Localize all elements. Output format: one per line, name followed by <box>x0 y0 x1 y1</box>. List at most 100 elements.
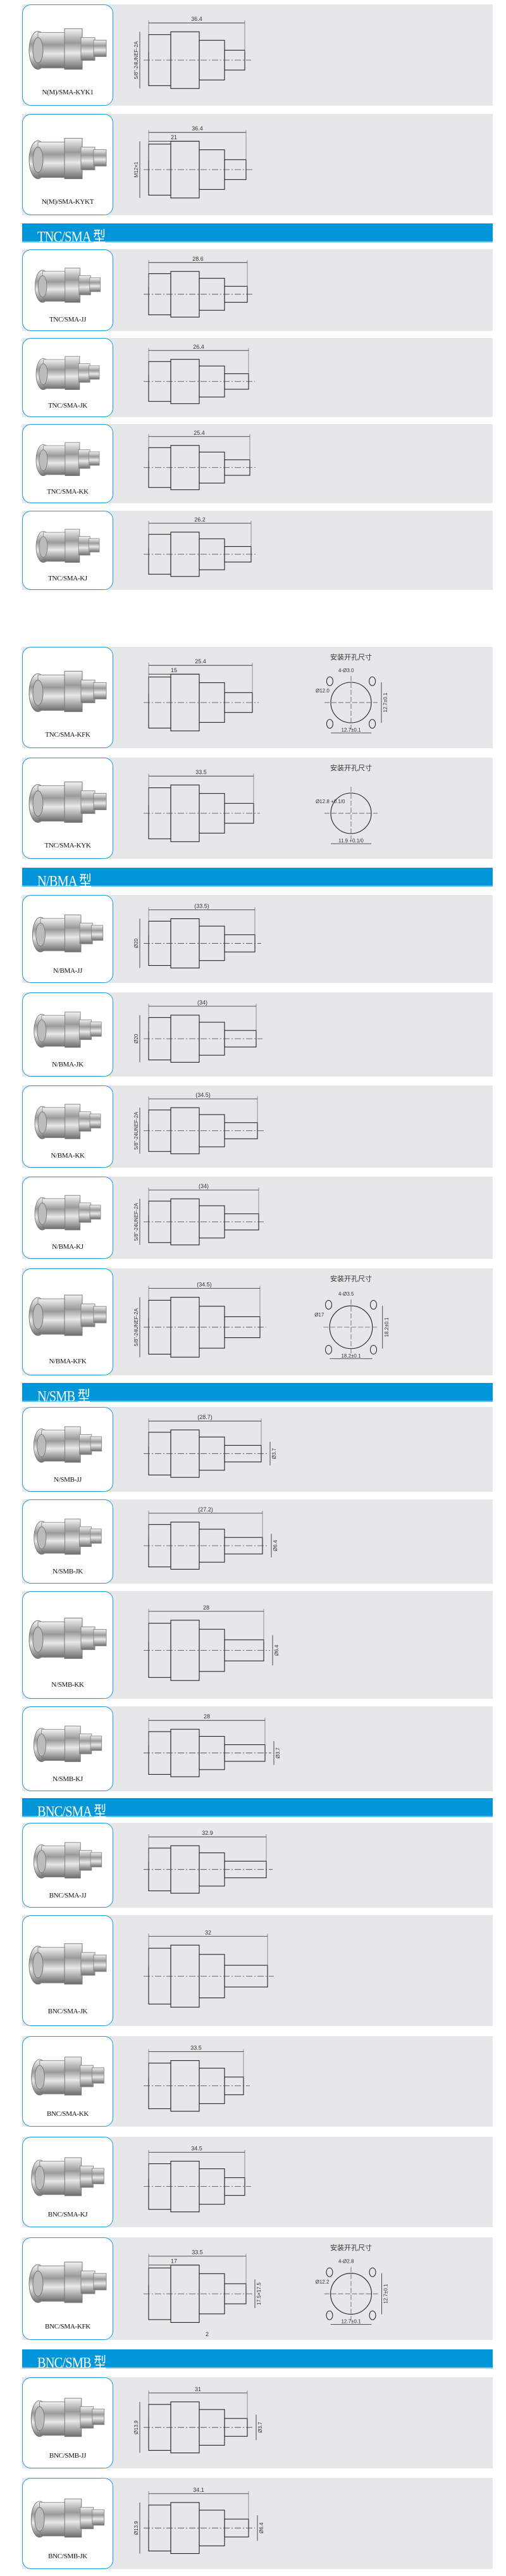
horizontal-spacing-label: 11.9 +0.1/0 <box>338 838 364 844</box>
length-dimension: (28.7) <box>197 1414 213 1420</box>
product-photo-card[interactable]: TNC/SMA-KFK <box>22 647 113 748</box>
model-number: N/BMA-KJ <box>52 1243 83 1251</box>
product-photo-card[interactable]: N/SMB-JK <box>22 1499 113 1584</box>
product-photo-card[interactable]: N/SMB-JJ <box>22 1407 113 1492</box>
tip-dimension: Ø3.7 <box>271 1447 277 1459</box>
dimension-drawing: 34.5 <box>144 2146 251 2213</box>
length-dimension: 32 <box>205 1929 211 1935</box>
dimension-drawing: (28.7) Ø3.7 <box>144 1414 277 1478</box>
length-dimension: (34) <box>199 1183 209 1189</box>
product-row: N/BMA-JJ (33.5)Ø20 <box>22 895 493 983</box>
product-photo-card[interactable]: TNC/SMA-KK <box>22 424 113 503</box>
connector-photo <box>33 1426 102 1463</box>
connector-photo <box>28 781 107 823</box>
model-number: BNC/SMB-JJ <box>49 2452 87 2460</box>
product-photo-card[interactable]: N/SMB-KJ <box>22 1706 113 1791</box>
dimension-drawing: 26.2 <box>144 516 257 577</box>
model-number: BNC/SMB-JK <box>48 2553 87 2561</box>
product-photo-card[interactable]: TNC/SMA-JJ <box>22 249 113 331</box>
connector-photo <box>28 2261 107 2303</box>
length-dimension: (33.5) <box>194 903 209 910</box>
length-dimension: 36.4 <box>192 125 203 132</box>
product-photo-card[interactable]: TNC/SMA-KJ <box>22 511 113 590</box>
connector-photo <box>28 670 107 712</box>
section-title: BNC/SMA 型 <box>37 1804 106 1820</box>
connector-photo <box>34 1195 101 1231</box>
side-dimension: Ø13.9 <box>133 2420 139 2434</box>
horizontal-spacing-label: 12.7±0.1 <box>341 2319 361 2325</box>
product-photo-card[interactable]: BNC/SMA-KK <box>22 2036 113 2127</box>
product-photo-card[interactable]: BNC/SMA-JK <box>22 1915 113 2026</box>
product-photo-card[interactable]: N/BMA-JK <box>22 992 113 1077</box>
product-photo-card[interactable]: N/SMB-KK <box>22 1591 113 1699</box>
tip-dimension: Ø6.4 <box>259 2522 264 2534</box>
mount-title: 安装开孔尺寸 <box>330 653 372 661</box>
mount-hole <box>325 1299 333 1310</box>
sub-dimension: 15 <box>171 667 177 673</box>
model-number: TNC/SMA-KFK <box>45 730 90 739</box>
product-photo-card[interactable]: N/BMA-KFK <box>22 1268 113 1375</box>
side-dimension: Ø13.9 <box>133 2521 139 2535</box>
product-row: TNC/SMA-KK 25.4 <box>22 424 493 503</box>
model-number: TNC/SMA-KJ <box>48 574 87 582</box>
product-photo-card[interactable]: BNC/SMB-JK <box>22 2478 113 2569</box>
mount-hole <box>369 1299 377 1310</box>
model-number: TNC/SMA-KK <box>47 487 89 496</box>
product-row: BNC/SMA-JK 32 <box>22 1915 493 2026</box>
product-photo-card[interactable]: N/BMA-KJ <box>22 1177 113 1259</box>
product-photo-card[interactable]: BNC/SMB-JJ <box>22 2377 113 2468</box>
connector-photo <box>35 442 100 476</box>
dimension-drawing: (27.2) Ø6.4 <box>144 1506 278 1570</box>
connector-photo <box>34 268 101 303</box>
holes-label: 4-Ø3.5 <box>338 1291 354 1297</box>
diameter-label: Ø12.8 +0.1/0 <box>316 799 345 804</box>
dimension-drawing: 32 <box>144 1929 274 2008</box>
product-photo-card[interactable]: N/BMA-KK <box>22 1085 113 1168</box>
connector-photo <box>28 1943 107 1985</box>
diameter-label: Ø12.2 <box>316 2279 330 2285</box>
length-dimension: 33.5 <box>192 2249 203 2256</box>
model-number: N/BMA-KK <box>51 1152 85 1160</box>
product-row: N/BMA-KK(34.5)5/8"-24UNEF-2A <box>22 1085 493 1168</box>
dimension-drawing: 25.415 <box>144 658 259 732</box>
model-number: N/BMA-KFK <box>49 1357 87 1365</box>
length-dimension: 33.5 <box>195 769 207 775</box>
mount-hole <box>325 1344 333 1354</box>
connector-photo <box>28 137 107 179</box>
product-photo-card[interactable]: N(M)/SMA-KYKT <box>22 114 113 215</box>
dimension-drawing: (34)5/8"-24UNEF-2A <box>133 1183 265 1246</box>
product-photo-card[interactable]: TNC/SMA-JK <box>22 338 113 417</box>
dimension-drawing: (33.5)Ø20 <box>133 903 261 968</box>
product-photo-card[interactable]: BNC/SMA-KFK <box>22 2237 113 2340</box>
length-dimension: 36.4 <box>191 16 202 22</box>
connector-photo <box>34 1518 102 1555</box>
model-number: BNC/SMA-JK <box>47 2008 88 2016</box>
length-dimension: 25.4 <box>194 430 205 436</box>
length-dimension: 26.2 <box>194 516 206 523</box>
length-dimension: (27.2) <box>198 1506 213 1513</box>
product-photo-card[interactable]: N(M)/SMA-KYK1 <box>22 4 113 106</box>
connector-photo <box>33 1842 102 1879</box>
product-photo-card[interactable]: TNC/SMA-KYK <box>22 758 113 859</box>
horizontal-spacing-label: 12.7±0.1 <box>341 727 361 733</box>
length-dimension: 31 <box>195 2386 201 2392</box>
product-photo-card[interactable]: N/BMA-JJ <box>22 895 113 983</box>
product-photo-card[interactable]: BNC/SMA-JJ <box>22 1823 113 1908</box>
mount-hole <box>369 719 376 729</box>
tip-dimension: Ø6.4 <box>273 1540 278 1551</box>
product-photo-card[interactable]: BNC/SMA-KJ <box>22 2137 113 2227</box>
mount-hole <box>369 1344 377 1354</box>
holes-label: 4-Ø3.0 <box>338 668 354 673</box>
